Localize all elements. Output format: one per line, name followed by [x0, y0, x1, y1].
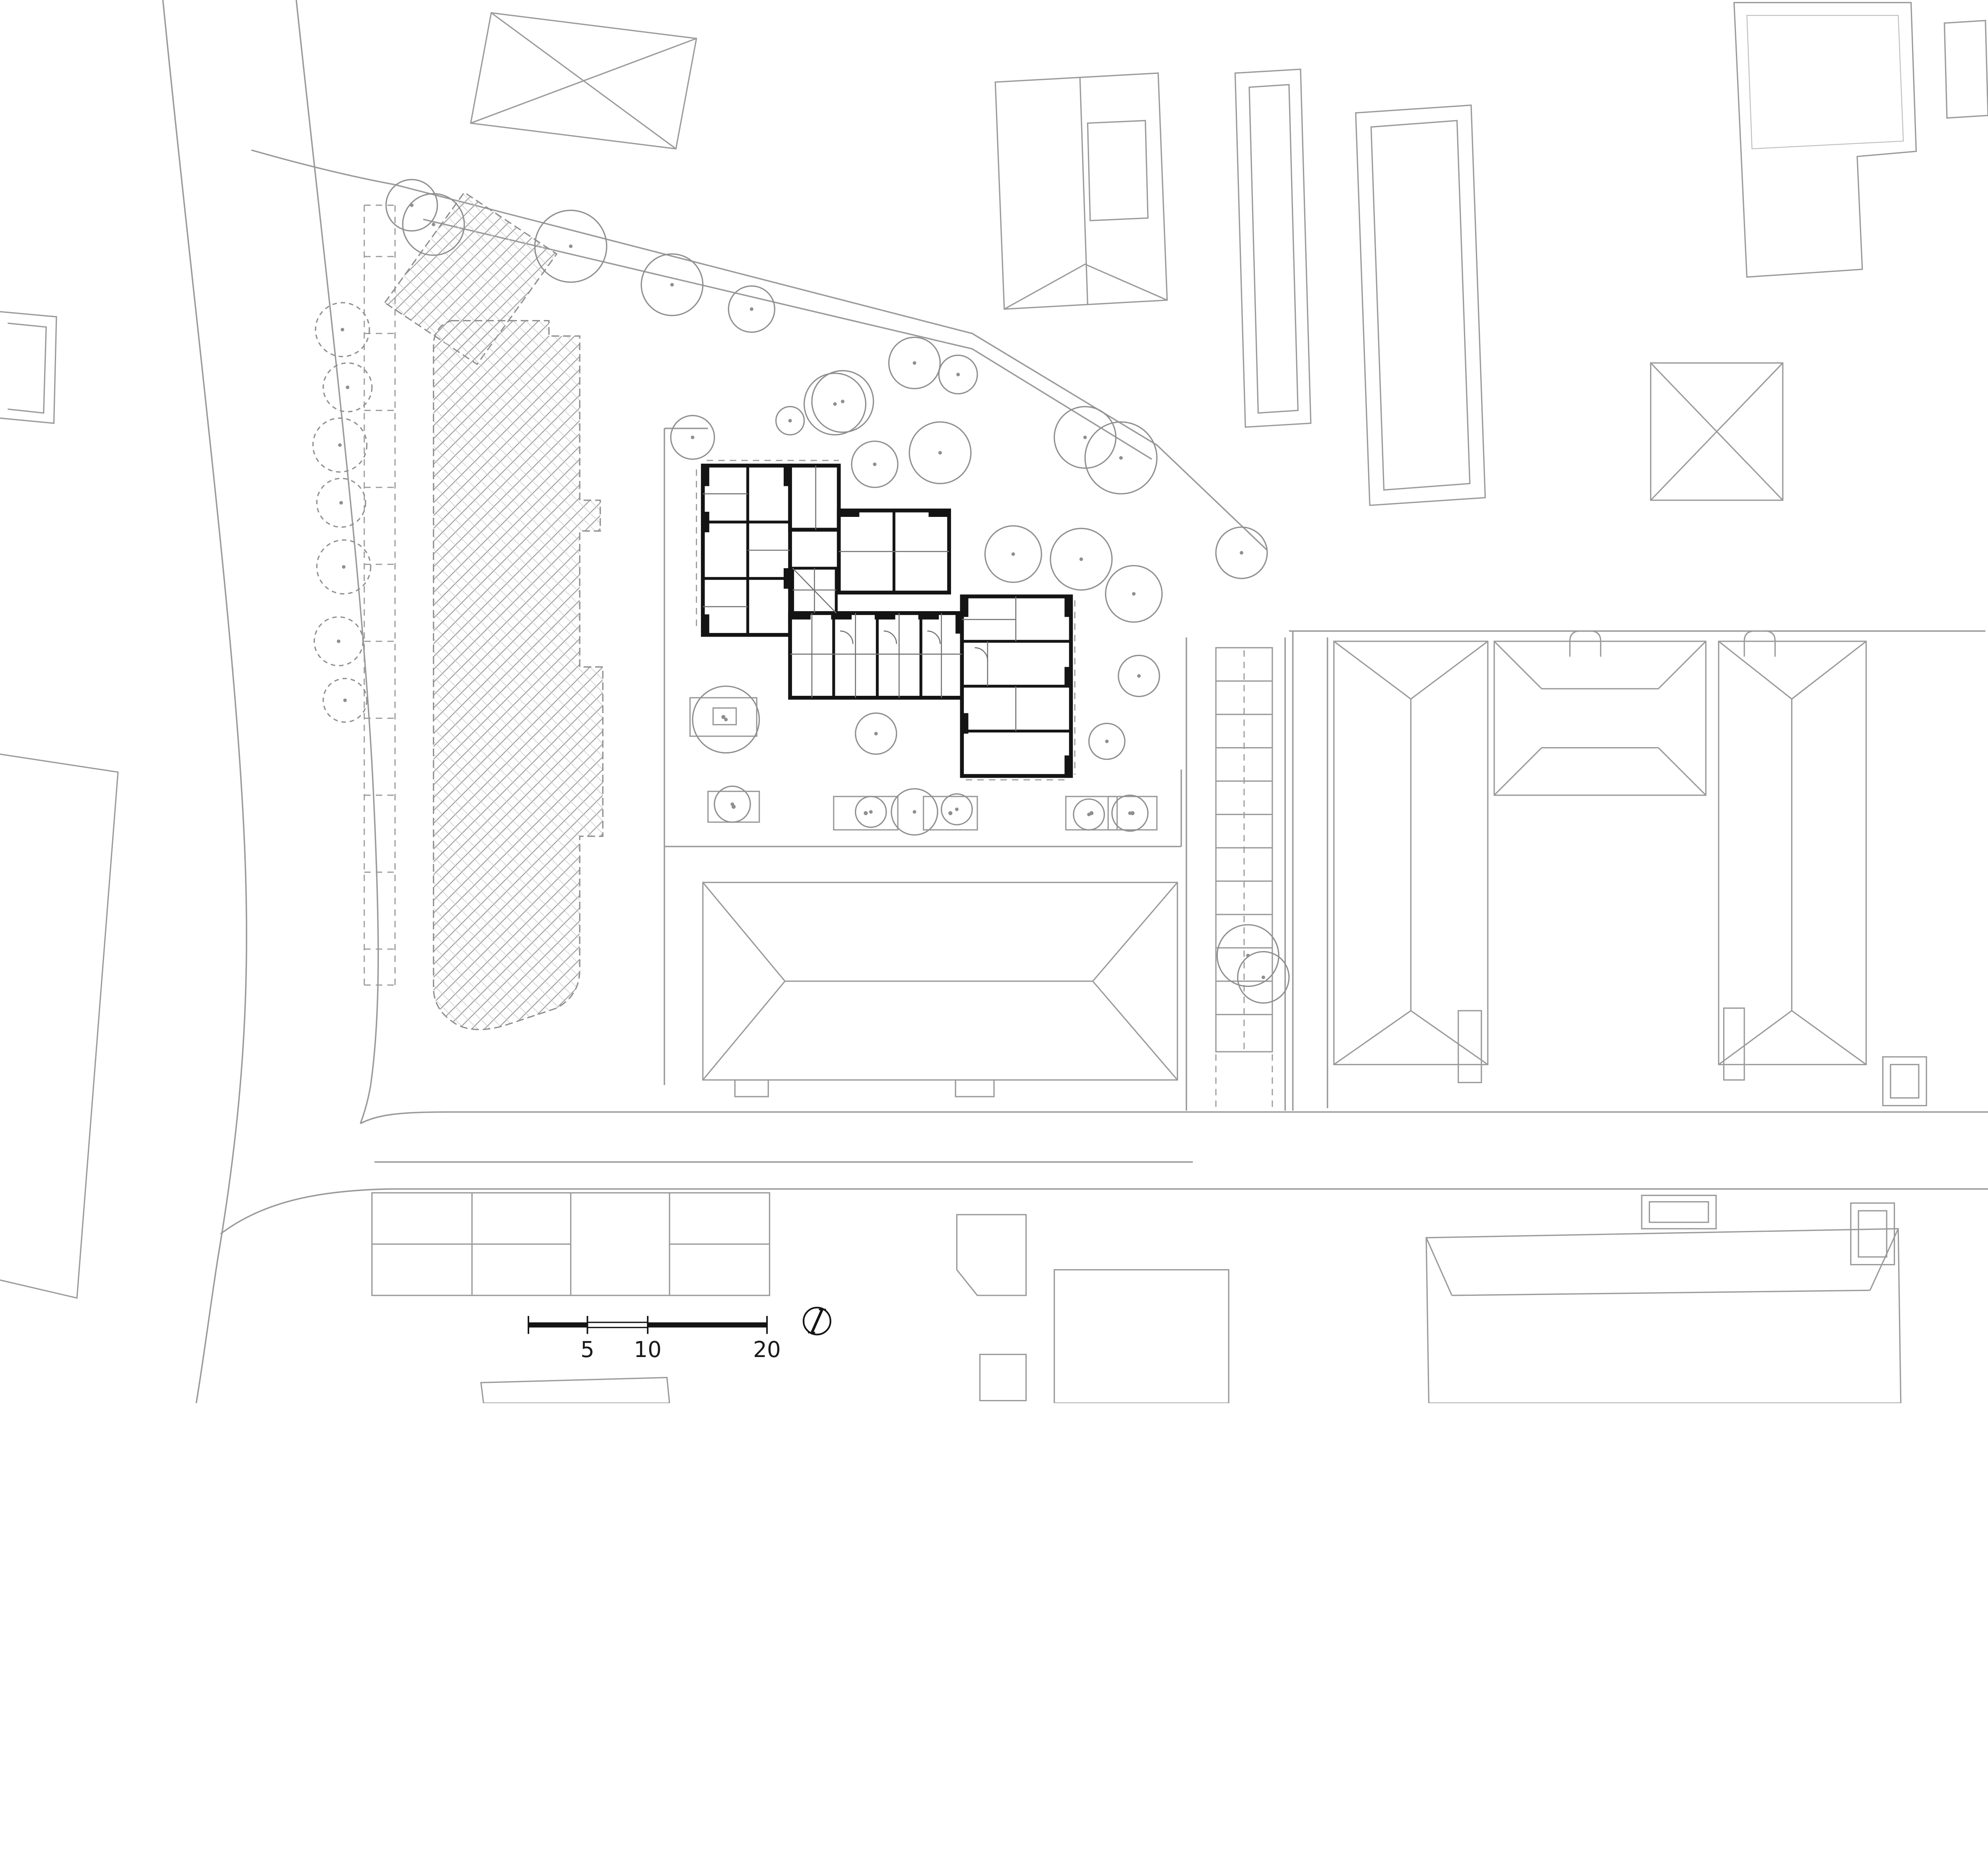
tree-center-dot — [1079, 557, 1083, 561]
tree-center-dot — [873, 462, 877, 466]
tree-center-dot — [869, 810, 873, 814]
dashed-landscape-lines — [363, 204, 1273, 1111]
context-buildings — [0, 2, 1988, 1404]
tree-center-dot — [938, 451, 942, 455]
scale-segment-0-5 — [528, 1322, 588, 1328]
tree-center-dot — [431, 222, 435, 227]
scale-label-5: 5 — [580, 1337, 594, 1362]
north-indicator — [802, 1307, 831, 1336]
tree-center-dot — [1083, 435, 1087, 439]
tree-center-dot — [841, 400, 845, 404]
north-arrow-icon — [802, 1307, 831, 1336]
north-needle — [810, 1309, 823, 1333]
tree-center-dot — [346, 385, 349, 389]
tree-center-dot — [342, 565, 346, 569]
site-plan: 5 10 20 — [0, 0, 1988, 1404]
tree-center-dot — [912, 810, 916, 814]
scale-label-10: 10 — [634, 1337, 662, 1362]
tree-center-dot — [724, 718, 728, 722]
trees-proposed-dashed — [312, 302, 373, 723]
tree-center-dot — [749, 307, 753, 311]
tree-center-dot — [569, 244, 573, 248]
tree-center-dot — [1087, 812, 1091, 816]
north-needle-serifs — [808, 1309, 826, 1334]
tree-center-dot — [788, 419, 792, 423]
trees-existing — [385, 179, 1290, 1004]
tree-center-dot — [730, 802, 734, 806]
tree-center-dot — [833, 402, 837, 406]
featured-building-plan — [701, 464, 1073, 778]
scale-label-20: 20 — [753, 1337, 781, 1362]
roads-and-boundaries — [162, 0, 1988, 1404]
tree-center-dot — [1011, 552, 1015, 556]
tree-center-dot — [670, 283, 674, 287]
scale-bar: 5 10 20 — [528, 1316, 781, 1362]
tree-center-dot — [912, 361, 916, 365]
tree-center-dot — [1261, 975, 1265, 979]
tree-center-dot — [691, 435, 695, 439]
tree-center-dot — [1119, 456, 1123, 460]
plan-layers — [0, 0, 1988, 1404]
tree-center-dot — [339, 501, 343, 505]
tree-center-dot — [956, 373, 960, 377]
existing-building-hatched — [384, 191, 604, 1030]
tree-center-dot — [1128, 811, 1132, 815]
scale-segment-5-10 — [586, 1322, 648, 1328]
tree-center-dot — [955, 807, 959, 811]
planters — [689, 697, 1158, 831]
tree-center-dot — [1132, 592, 1136, 596]
tree-center-dot — [337, 639, 341, 643]
tree-center-dot — [340, 328, 344, 332]
tree-center-dot — [338, 443, 342, 447]
tree-center-dot — [343, 698, 347, 702]
tree-center-dot — [1137, 674, 1141, 678]
tree-center-dot — [1240, 551, 1244, 555]
scale-segment-10-20 — [648, 1322, 767, 1328]
tree-center-dot — [1105, 739, 1109, 744]
tree-center-dot — [874, 732, 878, 736]
